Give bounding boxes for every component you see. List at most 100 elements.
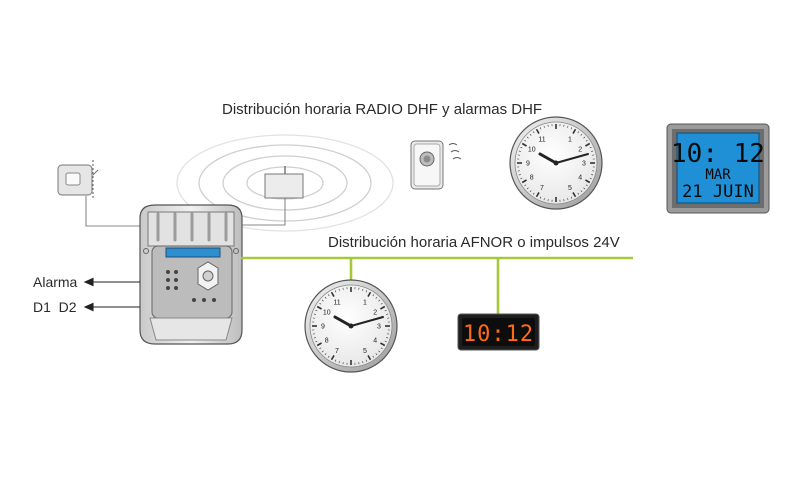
clock-tick <box>585 184 588 187</box>
clock-numeral: 8 <box>325 338 329 345</box>
clock-tick <box>580 133 583 136</box>
clock-tick <box>372 294 375 297</box>
clock-tick <box>367 355 372 361</box>
digital-led-clock: 10:12 <box>457 313 540 351</box>
clock-numeral: 5 <box>568 185 572 192</box>
clock-numeral: 10 <box>528 147 536 154</box>
clock-tick <box>572 128 577 134</box>
clock-tick <box>321 350 324 353</box>
clock-tick <box>378 299 381 302</box>
clock-tick <box>570 196 573 199</box>
clock-tick <box>521 142 527 147</box>
clock-tick <box>384 309 387 312</box>
clock-tick <box>543 198 545 201</box>
clock-tick <box>334 359 337 362</box>
clock-tick <box>315 340 318 343</box>
clock-tick <box>315 309 318 312</box>
clock-tick <box>535 128 540 134</box>
output-label-d1-d2: D1 D2 <box>33 299 77 315</box>
clock-tick <box>583 136 586 139</box>
clock-tick <box>362 361 364 364</box>
clock-tick <box>316 305 322 310</box>
clock-tick <box>375 296 378 299</box>
clock-tick <box>365 359 368 362</box>
clock-tick <box>386 313 389 315</box>
clock-tick <box>580 190 583 193</box>
clock-tick <box>577 131 580 134</box>
clock-tick <box>518 174 521 176</box>
clock-tick <box>524 139 527 142</box>
clock-tick <box>380 302 383 305</box>
clock-numeral: 8 <box>530 175 534 182</box>
clock-numeral: 5 <box>363 348 367 355</box>
clock-tick <box>330 291 335 297</box>
clock-tick <box>529 133 532 136</box>
clock-tick <box>583 187 586 190</box>
clock-numeral: 9 <box>526 161 530 168</box>
afnor-bus-line <box>241 256 633 314</box>
clock-tick <box>384 340 387 343</box>
clock-tick <box>334 290 337 293</box>
clock-tick <box>327 355 330 358</box>
clock-tick <box>591 150 594 152</box>
clock-tick <box>338 361 340 364</box>
clock-numeral: 2 <box>578 147 582 154</box>
clock-numeral: 3 <box>377 324 381 331</box>
output-label-alarm: Alarma <box>33 274 78 290</box>
clock-numeral: 7 <box>335 348 339 355</box>
clock-numeral: 1 <box>568 136 572 143</box>
clock-tick <box>324 353 327 356</box>
clock-tick <box>518 150 521 152</box>
afnor-distribution-title: Distribución horaria AFNOR o impulsos 24… <box>328 234 620 251</box>
clock-tick <box>330 355 335 361</box>
clock-tick <box>532 192 535 195</box>
clock-tick <box>313 337 316 339</box>
clock-tick <box>585 139 588 142</box>
clock-tick <box>539 196 542 199</box>
clock-tick <box>380 305 386 310</box>
clock-tick <box>577 192 580 195</box>
clock-tick <box>520 146 523 149</box>
clock-numeral: 11 <box>538 136 545 143</box>
clock-tick <box>526 136 529 139</box>
clock-tick <box>313 313 316 315</box>
clock-tick <box>535 192 540 198</box>
lcd-date: 21 JUIN <box>682 182 754 202</box>
clock-tick <box>567 198 569 201</box>
clock-numeral: 9 <box>321 324 325 331</box>
output-arrows <box>83 277 140 312</box>
clock-tick <box>524 184 527 187</box>
clock-tick <box>589 177 592 180</box>
clock-tick <box>316 342 322 347</box>
clock-tick <box>585 179 591 184</box>
clock-tick <box>362 288 364 291</box>
clock-tick <box>591 174 594 176</box>
clock-numeral: 3 <box>582 161 586 168</box>
clock-tick <box>521 179 527 184</box>
clock-tick <box>520 177 523 180</box>
digital-led-time: 10:12 <box>463 322 534 347</box>
lcd-day: MAR <box>705 167 731 183</box>
clock-tick <box>539 127 542 130</box>
clock-tick <box>375 353 378 356</box>
clock-tick <box>319 347 322 350</box>
connection-lines <box>85 195 286 227</box>
alarm-speaker <box>410 140 462 190</box>
clock-tick <box>543 125 545 128</box>
clock-tick <box>380 342 386 347</box>
radio-distribution-title: Distribución horaria RADIO DHF y alarmas… <box>222 101 543 118</box>
master-controller <box>139 204 243 345</box>
clock-tick <box>319 302 322 305</box>
clock-tick <box>526 187 529 190</box>
clock-tick <box>324 296 327 299</box>
clock-tick <box>321 299 324 302</box>
clock-tick <box>589 146 592 149</box>
radio-transmitter <box>264 166 304 199</box>
clock-tick <box>380 347 383 350</box>
clock-numeral: 10 <box>323 310 331 317</box>
clock-tick <box>567 125 569 128</box>
clock-tick <box>572 192 577 198</box>
